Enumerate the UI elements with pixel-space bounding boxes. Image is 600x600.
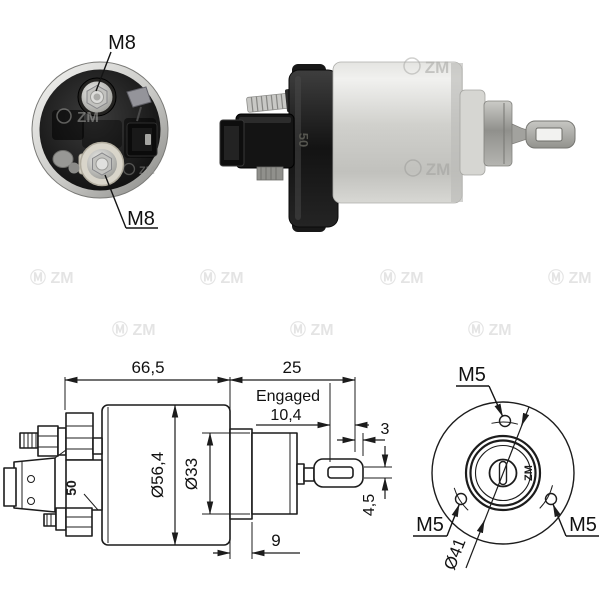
callout-terminal-top: M8 — [108, 32, 136, 54]
connector-drawing: 50 — [3, 449, 103, 521]
rear-cap — [288, 64, 339, 232]
shaft-collar — [296, 463, 305, 485]
photo-watermark: ZM — [403, 57, 450, 77]
bolt-hole-left — [454, 492, 468, 506]
rear-view-photo: ZM ZM — [31, 61, 169, 199]
flange-outer-circle — [431, 401, 575, 545]
terminal-stack-bottom — [43, 507, 93, 537]
zm-logo-circle-icon — [403, 57, 421, 75]
hex-nut — [37, 425, 59, 457]
dim-bolt-circle: Ø41 — [440, 536, 469, 573]
watermark-text: ZM — [77, 109, 99, 126]
engaged-label: Engaged — [256, 388, 320, 405]
watermark-tile: Ⓜ ZM — [548, 268, 592, 287]
front-view-drawing: ZM Ø41 M5 M5 M5 — [413, 364, 599, 572]
terminal-50-label: 50 — [63, 480, 79, 496]
center-hub — [488, 458, 518, 488]
leader-line — [446, 503, 460, 537]
bolt-circle-diameter-line — [465, 406, 530, 569]
zm-logo-circle-icon — [404, 159, 422, 177]
molded-recess-left — [52, 110, 84, 140]
dim-fork-slot-width: 4,5 — [361, 494, 378, 516]
dim-body-diameter: Ø56,4 — [148, 452, 167, 498]
molded-recess-center — [82, 120, 122, 148]
cap-highlight — [295, 76, 301, 220]
zm-logo-circle-icon — [56, 108, 72, 124]
dim-overall-length: 66,5 — [131, 358, 164, 377]
plug-hole — [27, 475, 35, 483]
connector-socket — [126, 122, 158, 157]
leader-line — [95, 51, 112, 92]
shaft — [303, 467, 315, 482]
contact-plate — [52, 150, 80, 174]
side-view-drawing: 50 66,5 25 Engaged 10,4 3 — [3, 358, 392, 559]
bolt-circle-arc — [453, 487, 469, 511]
plunger-fork — [525, 120, 576, 149]
mounting-flange — [459, 89, 486, 176]
watermark-tile: Ⓜ ZM — [200, 268, 244, 287]
photo-watermark: ZM — [56, 108, 99, 126]
boss-ring-inner — [469, 439, 537, 507]
callout-bolt-right: M5 — [569, 514, 597, 536]
nose-cylinder — [483, 100, 513, 167]
callout-bolt-left: M5 — [416, 514, 444, 536]
thread-ticks — [23, 433, 37, 448]
boss-ring — [464, 434, 542, 512]
watermark-tile: Ⓜ ZM — [30, 268, 74, 287]
bolt-hole-top — [498, 414, 512, 428]
terminal-50-stamp: 50 — [296, 133, 311, 147]
watermark-tile: Ⓜ ZM — [468, 320, 512, 339]
terminal-stack-top — [19, 412, 103, 461]
dim-engaged-travel: 10,4 — [270, 407, 301, 424]
spade-connector: 50 — [219, 113, 311, 181]
leader-line — [488, 385, 504, 417]
watermark-text: ZM — [139, 165, 155, 177]
dimensions: 66,5 25 Engaged 10,4 3 Ø56,4 Ø33 4,5 — [64, 358, 392, 559]
watermark-text: ZM — [425, 58, 450, 77]
washer — [92, 437, 103, 455]
fork-slot-outline — [327, 466, 354, 479]
background-watermark: Ⓜ ZM Ⓜ ZM Ⓜ ZM Ⓜ ZM Ⓜ ZM Ⓜ ZM Ⓜ ZM — [30, 268, 592, 339]
flange-outline — [229, 428, 253, 520]
plunger-shaft — [511, 123, 528, 145]
side-view-photo: 50 ZM ZM — [219, 57, 576, 232]
dim-flange-thickness: 9 — [271, 531, 280, 550]
terminal-stud-top — [77, 77, 117, 117]
plug-tip — [3, 467, 17, 507]
leader-line — [104, 174, 127, 229]
photo-watermark: ZM — [122, 162, 155, 177]
thread-ridges — [250, 93, 284, 112]
terminal-stud-bottom — [78, 141, 125, 187]
zm-logo-circle-icon — [122, 162, 136, 176]
connector-pin — [145, 134, 151, 145]
metal-tab — [126, 86, 152, 122]
watermark-tile: Ⓜ ZM — [380, 268, 424, 287]
watermark-tile: Ⓜ ZM — [290, 320, 334, 339]
bolt-circle-arc — [539, 485, 553, 509]
front-view-callouts: M5 M5 M5 — [413, 364, 599, 537]
photo-watermark: ZM — [404, 159, 451, 179]
dim-plunger-extension: 25 — [283, 358, 302, 377]
callout-bolt-top: M5 — [458, 364, 486, 386]
plug-hole — [27, 497, 35, 505]
leader-line — [552, 503, 567, 537]
fork-slot — [535, 127, 563, 142]
inner-nut — [65, 412, 94, 461]
dim-fork-tip-offset: 3 — [381, 421, 390, 438]
plug-body — [13, 457, 56, 513]
bolt-circle-arc — [491, 421, 519, 425]
callout-terminal-bottom: M8 — [127, 208, 155, 230]
watermark-text: ZM — [426, 160, 451, 179]
brand-mark: ZM — [523, 465, 535, 481]
solenoid-body — [332, 61, 463, 204]
rear-view-callouts: M8 M8 — [95, 32, 158, 230]
dim-nose-diameter: Ø33 — [182, 458, 201, 490]
watermark-tile: Ⓜ ZM — [112, 320, 156, 339]
